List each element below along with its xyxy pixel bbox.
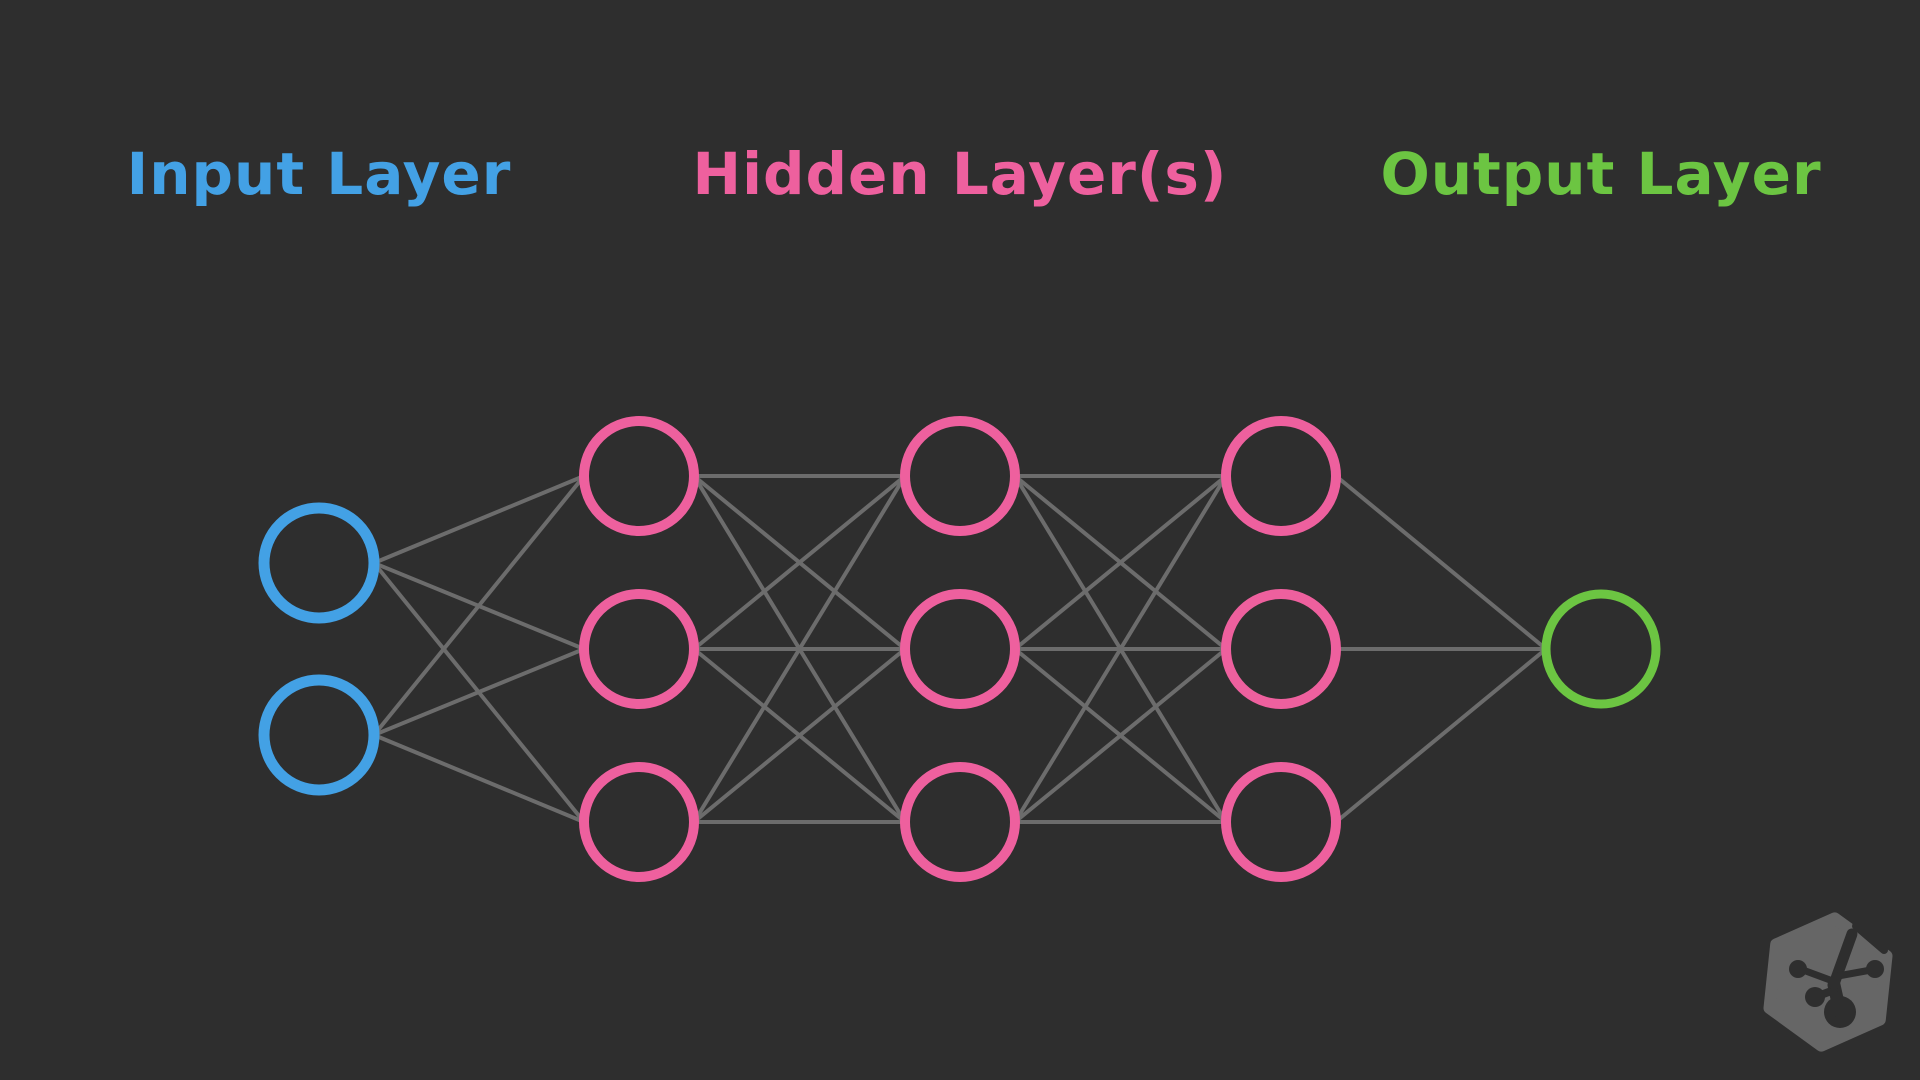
- edge-hidden-2-to-hidden-3: [1013, 474, 1228, 824]
- node-hidden-1-3: [579, 762, 699, 882]
- node-input-2: [258, 674, 380, 796]
- edge-hidden-2-to-hidden-3: [1013, 647, 1228, 824]
- edge-input-to-hidden-1: [373, 647, 585, 737]
- node-hidden-3-2: [1221, 589, 1341, 709]
- node-hidden-2-2: [900, 589, 1020, 709]
- edge-hidden-1-to-hidden-2: [692, 647, 907, 824]
- node-input-1: [258, 502, 380, 624]
- label-input-layer: Input Layer: [126, 140, 512, 208]
- logo-frog-foot-cutout: [1789, 922, 1888, 1028]
- edge-hidden-3-to-output: [1334, 474, 1548, 651]
- node-hidden-3-1: [1221, 416, 1341, 536]
- edge-hidden-3-to-output: [1334, 647, 1548, 824]
- node-output-1: [1541, 589, 1661, 709]
- node-hidden-1-2: [579, 589, 699, 709]
- frog-foot-hexagon-logo: [1763, 912, 1893, 1052]
- edge-input-to-hidden-1: [373, 733, 585, 824]
- node-hidden-2-3: [900, 762, 1020, 882]
- edge-hidden-2-to-hidden-3: [1013, 474, 1228, 651]
- edge-hidden-1-to-hidden-2: [692, 474, 907, 824]
- edge-hidden-1-to-hidden-2: [692, 474, 907, 651]
- label-hidden-layers: Hidden Layer(s): [692, 140, 1228, 208]
- edge-input-to-hidden-1: [373, 474, 585, 565]
- node-hidden-3-3: [1221, 762, 1341, 882]
- node-hidden-1-1: [579, 416, 699, 536]
- label-output-layer: Output Layer: [1380, 140, 1822, 208]
- edge-input-to-hidden-1: [372, 474, 586, 737]
- node-hidden-2-1: [900, 416, 1020, 536]
